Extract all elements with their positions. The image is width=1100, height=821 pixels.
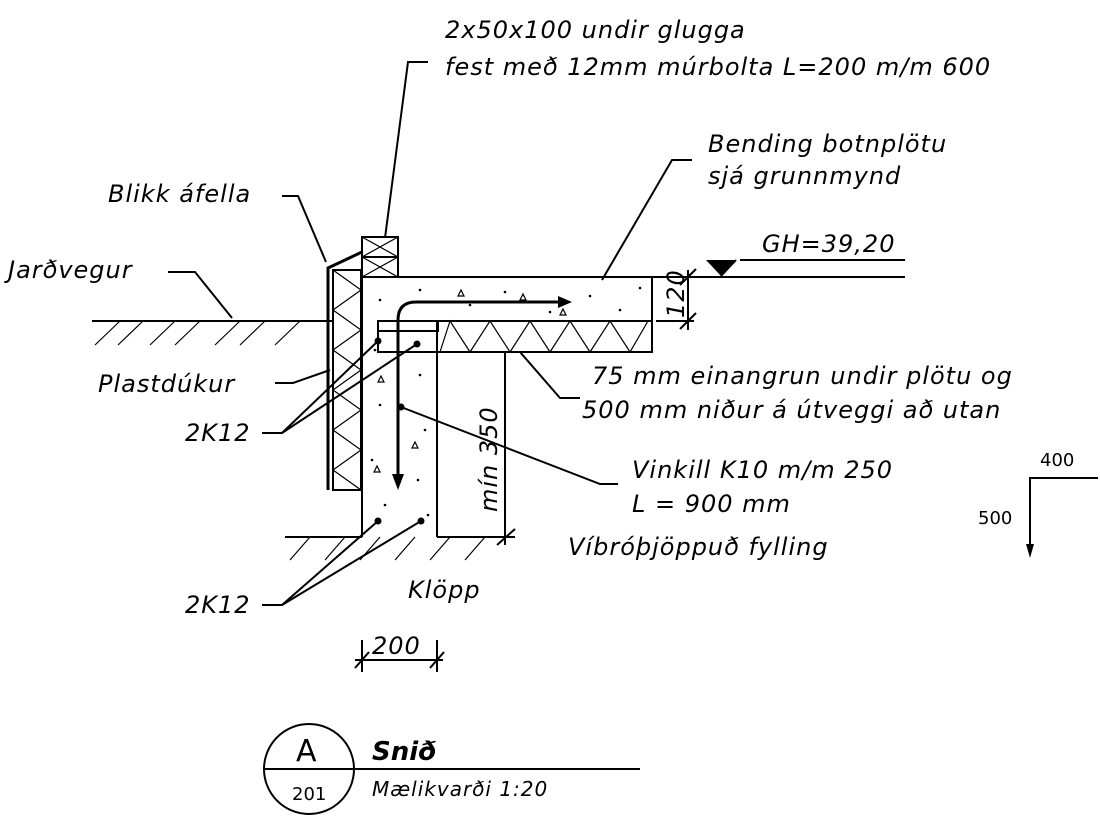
timber-plate-symbol [361, 236, 399, 278]
rebar-lower-label: 2K12 [185, 591, 251, 619]
bending-line1: Bending botnplötu [708, 130, 947, 158]
vinkill-line1: Vinkill K10 m/m 250 [632, 456, 893, 484]
rebar-upper-leader-2 [281, 343, 418, 434]
vinkill-leader [400, 406, 618, 485]
dim-wall-width [354, 640, 445, 672]
dim-slab-text: 120 [662, 269, 690, 318]
title-text: Snið [372, 737, 436, 767]
rebar-lower-leader-2 [281, 520, 422, 606]
angle-vertical: 500 [978, 508, 1012, 529]
plastdukur-label: Plastdúkur [98, 370, 236, 398]
fill-label: Víbróþjöppuð fylling [568, 533, 829, 561]
title-letter: A [296, 734, 317, 769]
gh-label: GH=39,20 [762, 230, 895, 258]
bending-leader [601, 159, 692, 281]
window-note-line1: 2x50x100 undir glugga [445, 16, 746, 44]
level-marker [706, 259, 905, 277]
window-note-leader [384, 61, 428, 239]
dim-wall-width-text: 200 [372, 632, 421, 660]
insulation-line1: 75 mm einangrun undir plötu og [592, 362, 1013, 390]
title-block [263, 723, 640, 815]
slab-rebar [392, 296, 572, 490]
rock-label: Klöpp [408, 576, 481, 604]
concrete-section [361, 276, 905, 537]
blikk-label: Blikk áfella [108, 180, 251, 208]
rock-line [285, 536, 515, 561]
rebar-lower-leader-1 [262, 520, 379, 606]
window-note-line2: fest með 12mm múrbolta L=200 m/m 600 [445, 53, 991, 81]
angle-detail [1026, 477, 1098, 558]
dim-min-depth-text: mín 350 [475, 406, 503, 512]
flashing [326, 250, 363, 490]
insulation-leader [519, 351, 580, 399]
title-scale: Mælikvarði 1:20 [372, 777, 548, 801]
insulation-line2: 500 mm niður á útveggi að utan [582, 396, 1001, 424]
dim-min-depth [496, 352, 516, 546]
concrete-stipple [370, 286, 642, 517]
blikk-leader [282, 195, 327, 263]
rebar-upper-label: 2K12 [185, 419, 251, 447]
vinkill-line2: L = 900 mm [632, 490, 791, 518]
title-sheet: 201 [292, 784, 326, 805]
angle-horizontal: 400 [1040, 450, 1074, 471]
slab-insulation [377, 319, 653, 354]
jardvegur-label: Jarðvegur [4, 256, 134, 284]
dim-slab [656, 268, 697, 330]
jardvegur-leader [168, 271, 233, 319]
plastdukur-leader [275, 369, 331, 384]
ground-line-left [92, 320, 333, 346]
bending-line2: sjá grunnmynd [708, 162, 901, 190]
